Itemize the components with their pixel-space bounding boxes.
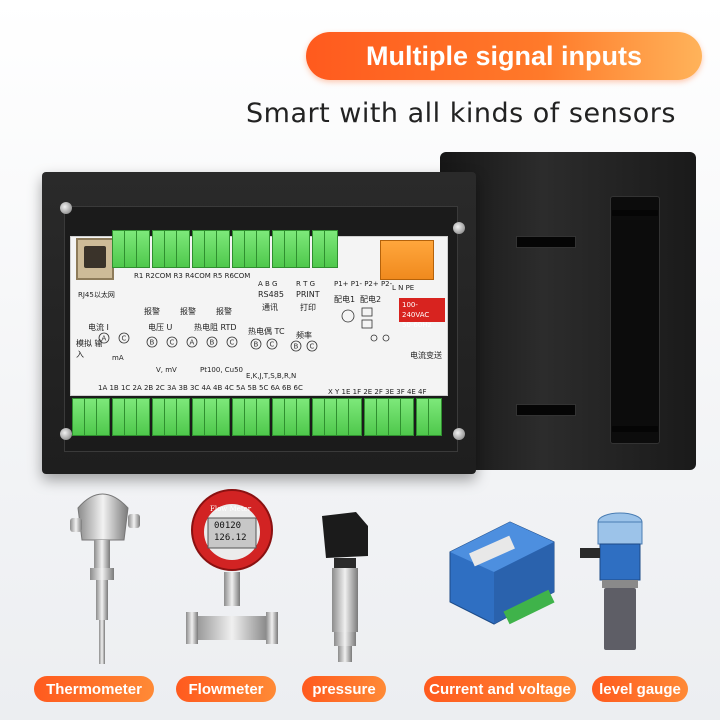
vent-slot	[516, 404, 576, 416]
level-gauge-label: level gauge	[592, 676, 688, 702]
alarm-label: 报警	[216, 307, 232, 316]
print-label: PRINT	[296, 290, 320, 299]
svg-text:C: C	[170, 339, 175, 347]
bottom-terminal-codes-right: X Y 1E 1F 2E 2F 3E 3F 4E 4F	[328, 388, 427, 396]
screw-icon	[60, 202, 72, 214]
svg-text:B: B	[210, 339, 215, 347]
rs485-label: RS485	[258, 290, 284, 299]
rj45-label: RJ45以太网	[78, 291, 115, 299]
power-pins: P1+ P1- P2+ P2-	[334, 280, 393, 288]
thermometer-icon	[70, 493, 140, 664]
svg-text:C: C	[230, 339, 235, 347]
thermometer-label: Thermometer	[34, 676, 154, 702]
power-frequency: 50-60Hz	[402, 321, 432, 329]
pressure-label: pressure	[302, 676, 386, 702]
power-terminal-block	[380, 240, 434, 280]
svg-text:C: C	[122, 335, 127, 343]
bottom-terminal-row	[72, 398, 444, 436]
screw-icon	[60, 428, 72, 440]
tc-label: 热电偶 TC	[248, 327, 285, 336]
svg-text:A: A	[190, 339, 195, 347]
vent-slot	[612, 210, 658, 216]
power-warning-box: 100-240VAC 50-60Hz	[399, 298, 445, 329]
device-side-panel	[610, 196, 660, 444]
current-label: 电流 I	[88, 323, 109, 332]
svg-text:B: B	[254, 341, 259, 349]
current-voltage-transmitter-icon	[449, 521, 555, 625]
rtd-label: 热电阻 RTD	[194, 323, 237, 332]
comm-label: 通讯	[262, 303, 278, 312]
vent-slot	[612, 426, 658, 432]
tc-types: E,K,J,T,S,B,R,N	[246, 372, 297, 380]
terminal-block	[312, 230, 338, 268]
voltage-label: 电压 U	[148, 323, 173, 332]
print-cn-label: 打印	[300, 303, 316, 312]
lnpe-label: L N PE	[392, 284, 415, 292]
terminal-block	[232, 230, 270, 268]
current-transmit-label: 电流变送	[410, 351, 442, 360]
print-pins: R T G	[296, 280, 316, 288]
rs485-pins: A B G	[258, 280, 278, 288]
screw-icon	[453, 428, 465, 440]
alarm-label: 报警	[144, 307, 160, 316]
bottom-terminal-codes: 1A 1B 1C 2A 2B 2C 3A 3B 3C 4A 4B 4C 5A 5…	[98, 384, 303, 392]
relay-terminal-codes: R1 R2COM R3 R4COM R5 R6COM	[134, 272, 251, 280]
screw-icon	[453, 222, 465, 234]
feed-symbol	[341, 307, 390, 342]
vent-slot	[516, 236, 576, 248]
flowmeter-icon	[186, 489, 278, 644]
feed2-label: 配电2	[360, 295, 382, 304]
feed1-label: 配电1	[334, 295, 356, 304]
flowmeter-reading-2: 126.12	[214, 533, 247, 543]
svg-text:C: C	[310, 343, 315, 351]
terminal-block	[112, 230, 150, 268]
headline-banner: Multiple signal inputs	[306, 32, 702, 80]
svg-text:A: A	[102, 335, 107, 343]
terminal-block	[152, 230, 190, 268]
voltage-units: V, mV	[156, 366, 177, 374]
level-gauge-icon	[580, 512, 643, 650]
freq-label: 频率	[296, 331, 312, 340]
terminal-block	[272, 230, 310, 268]
flowmeter-brand: Flow Meter	[210, 505, 252, 513]
svg-text:C: C	[270, 341, 275, 349]
alarm-label: 报警	[180, 307, 196, 316]
top-terminal-row	[112, 230, 340, 268]
analog-input-label: 模拟 输入	[76, 339, 103, 359]
power-range: 100-240VAC	[402, 301, 430, 319]
ma-label: mA	[112, 354, 124, 362]
flowmeter-reading-1: 00120	[214, 521, 242, 531]
flowmeter-label: Flowmeter	[176, 676, 276, 702]
svg-text:B: B	[294, 343, 299, 351]
subheadline: Smart with all kinds of sensors	[246, 98, 676, 129]
rtd-types: Pt100, Cu50	[200, 366, 244, 374]
svg-text:B: B	[150, 339, 155, 347]
terminal-block	[192, 230, 230, 268]
terminal-symbol-row: A C B C A B C B C B C	[98, 332, 318, 352]
rj45-port-icon	[76, 238, 114, 280]
pressure-sensor-icon	[322, 512, 368, 662]
current-voltage-label: Current and voltage	[424, 676, 576, 702]
